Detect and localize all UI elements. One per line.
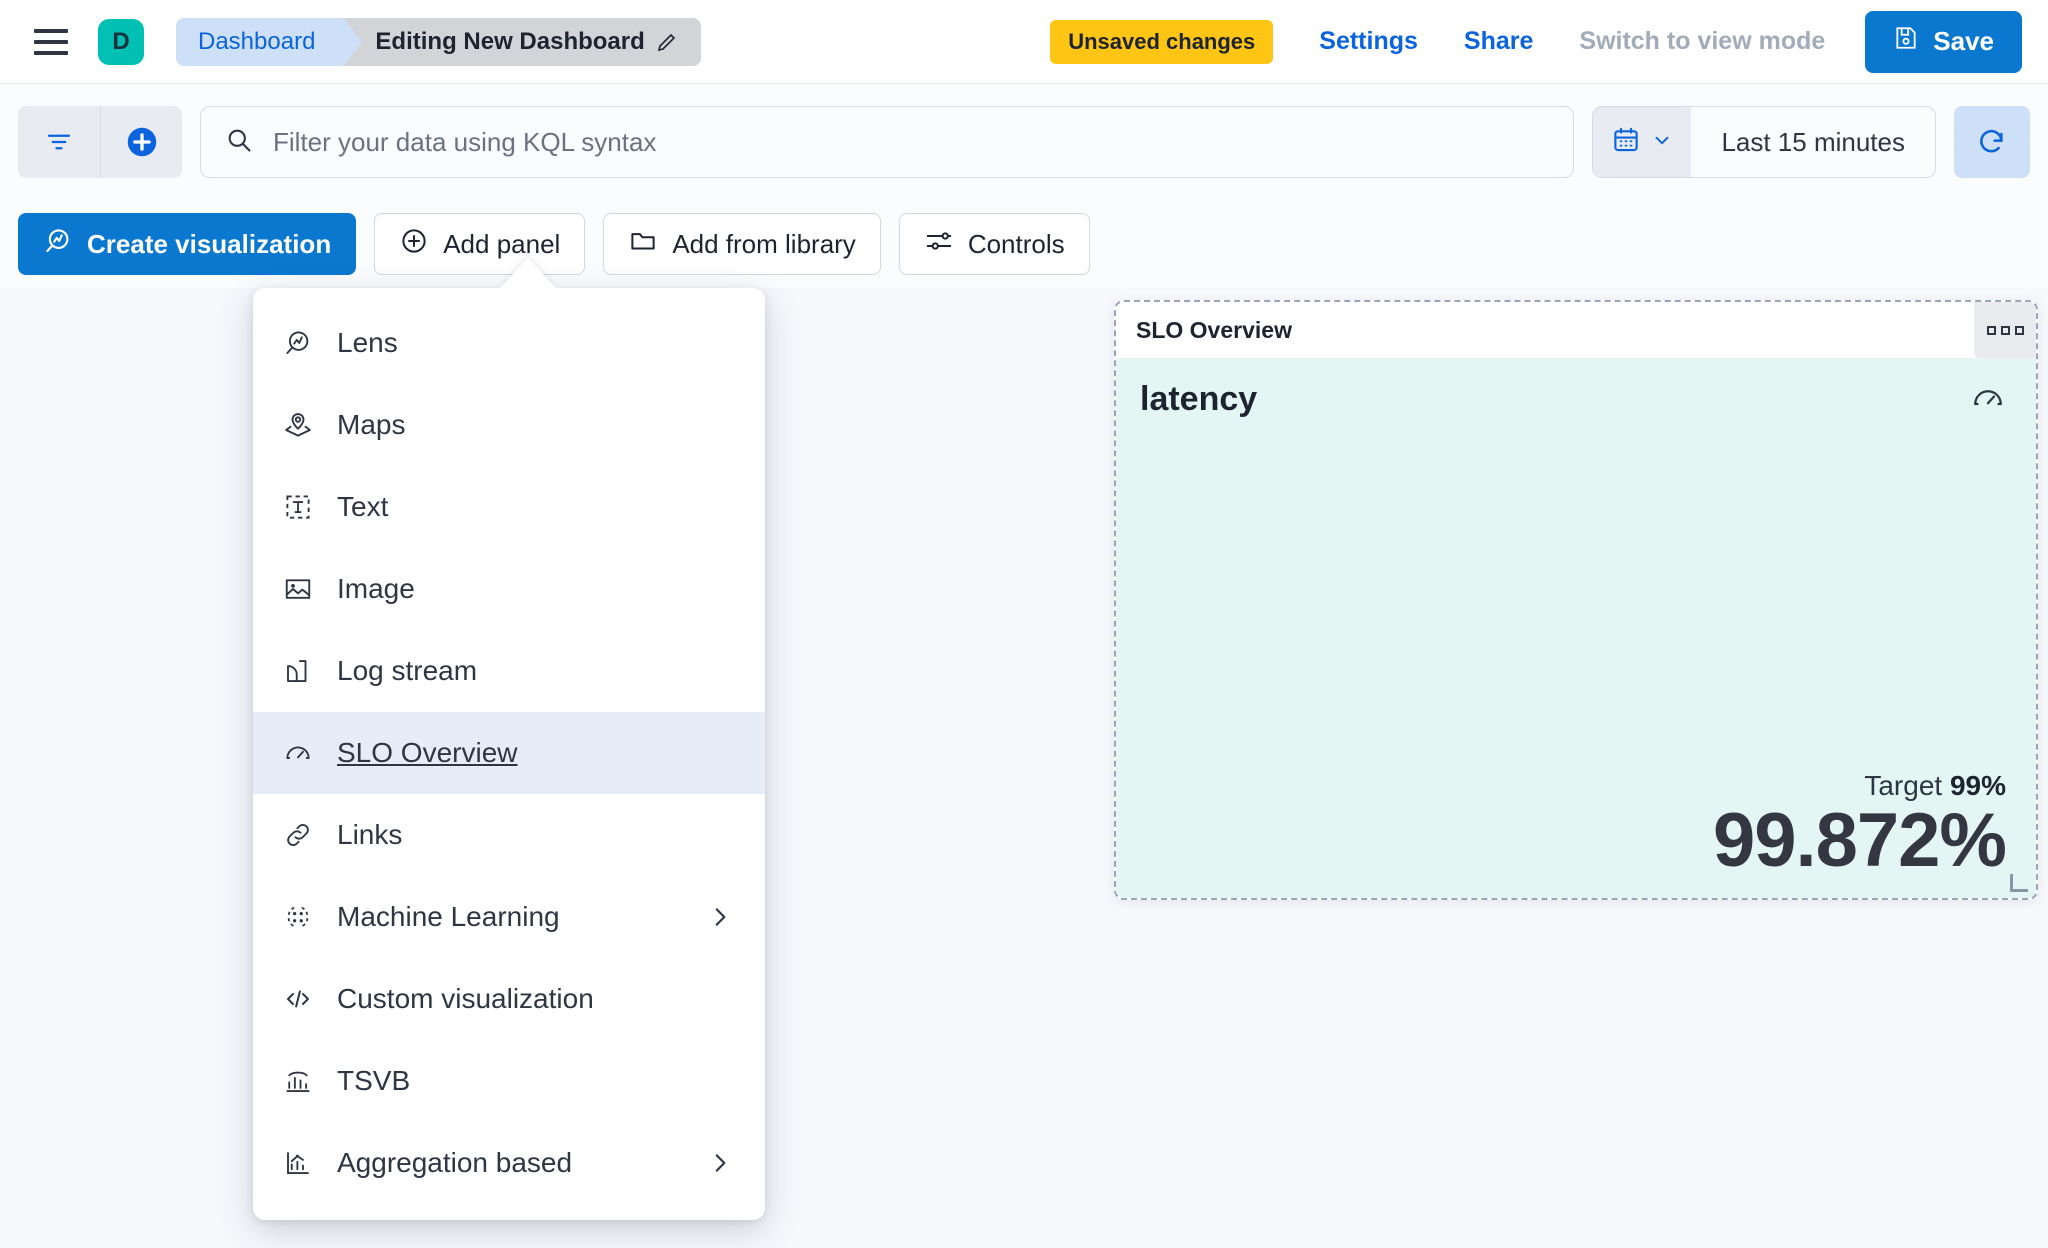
header-actions: Unsaved changes Settings Share Switch to… <box>1050 10 2048 73</box>
menu-item-aggregation-based-label: Aggregation based <box>337 1147 573 1178</box>
panel-header: SLO Overview <box>1116 302 2036 358</box>
search-icon <box>225 126 253 159</box>
create-visualization-button[interactable]: Create visualization <box>18 213 357 275</box>
calendar-icon <box>1611 125 1641 160</box>
slo-metric-name: latency <box>1140 380 1258 418</box>
filter-icon[interactable] <box>18 106 100 178</box>
slo-panel-body: latency Target 99% 99.872% <box>1116 358 2036 898</box>
lens-icon <box>43 226 73 263</box>
panel-title: SLO Overview <box>1136 316 1292 343</box>
menu-item-aggregation-based[interactable]: Aggregation based <box>253 1122 765 1204</box>
refresh-icon[interactable] <box>1954 106 2030 178</box>
resize-handle-icon[interactable] <box>2010 874 2028 892</box>
breadcrumb-editing-new-dashboard[interactable]: Editing New Dashboard <box>345 17 701 66</box>
panel-context-menu-icon[interactable] <box>1974 302 2036 358</box>
menu-item-links-label: Links <box>337 819 403 850</box>
slo-sli-value: 99.872% <box>1712 798 2007 884</box>
query-bar: Filter your data using KQL syntax Las <box>0 84 2048 200</box>
menu-item-log-stream[interactable]: Log stream <box>253 630 765 712</box>
hamburger-menu-icon[interactable] <box>34 28 68 55</box>
menu-item-log-stream-label: Log stream <box>337 655 478 686</box>
hamburger-bar <box>34 39 68 44</box>
menu-item-image-label: Image <box>337 573 415 604</box>
aggregation-chart-icon <box>281 1148 315 1178</box>
date-picker: Last 15 minutes <box>1592 106 1936 178</box>
context-dot <box>2014 325 2024 335</box>
controls-icon <box>924 226 954 263</box>
add-panel-menu: Lens Maps Text <box>253 288 765 1220</box>
menu-item-machine-learning[interactable]: Machine Learning <box>253 876 765 958</box>
log-stream-icon <box>281 656 315 686</box>
code-icon <box>281 984 315 1014</box>
slo-target-label: Target <box>1864 770 1943 802</box>
menu-item-machine-learning-label: Machine Learning <box>337 901 560 932</box>
hamburger-bar <box>34 50 68 55</box>
time-range-display[interactable]: Last 15 minutes <box>1721 126 1905 157</box>
top-header: D Dashboard Editing New Dashboard Unsave… <box>0 0 2048 84</box>
menu-item-lens-label: Lens <box>337 327 398 358</box>
menu-item-text[interactable]: Text <box>253 466 765 548</box>
editing-toolbar: Create visualization Add panel Add from … <box>0 200 2048 288</box>
slo-panel-body-top: latency <box>1140 380 2006 421</box>
breadcrumb-editing-label: Editing New Dashboard <box>375 27 645 55</box>
menu-item-slo-overview-label: SLO Overview <box>337 737 518 768</box>
menu-item-tsvb[interactable]: TSVB <box>253 1040 765 1122</box>
switch-to-view-mode-link[interactable]: Switch to view mode <box>1579 27 1826 55</box>
save-button[interactable]: Save <box>1865 10 2022 73</box>
breadcrumb-dashboard[interactable]: Dashboard <box>176 17 363 66</box>
breadcrumb: Dashboard Editing New Dashboard <box>176 17 701 66</box>
gauge-icon <box>1970 380 2006 421</box>
menu-item-image[interactable]: Image <box>253 548 765 630</box>
menu-item-lens[interactable]: Lens <box>253 302 765 384</box>
add-from-library-label: Add from library <box>672 228 856 259</box>
menu-item-tsvb-label: TSVB <box>337 1065 411 1096</box>
slo-target-value: 99% <box>1949 770 2006 802</box>
calendar-quick-select-button[interactable] <box>1593 107 1692 177</box>
slo-overview-panel[interactable]: SLO Overview latency <box>1114 300 2038 900</box>
menu-item-custom-visualization[interactable]: Custom visualization <box>253 958 765 1040</box>
folder-icon <box>628 226 658 263</box>
slo-panel-body-bottom: Target 99% 99.872% <box>1140 770 2007 884</box>
space-avatar[interactable]: D <box>98 18 144 65</box>
add-filter-plus-icon[interactable] <box>100 106 182 178</box>
filter-button-group <box>18 106 182 178</box>
search-input-placeholder: Filter your data using KQL syntax <box>273 126 657 157</box>
save-button-label: Save <box>1933 26 1994 56</box>
unsaved-changes-badge[interactable]: Unsaved changes <box>1050 19 1274 64</box>
share-link[interactable]: Share <box>1463 27 1534 55</box>
menu-item-maps-label: Maps <box>337 409 406 440</box>
popover-arrow <box>500 258 556 288</box>
menu-item-maps[interactable]: Maps <box>253 384 765 466</box>
chevron-right-icon <box>707 1150 733 1176</box>
save-disk-icon <box>1893 25 1919 58</box>
controls-label: Controls <box>967 228 1065 259</box>
image-icon <box>281 574 315 604</box>
pencil-icon[interactable] <box>655 30 679 54</box>
create-visualization-label: Create visualization <box>87 228 332 259</box>
menu-item-slo-overview[interactable]: SLO Overview <box>253 712 765 794</box>
context-dot <box>1986 325 1996 335</box>
plus-circle-icon <box>399 226 429 263</box>
add-from-library-button[interactable]: Add from library <box>603 213 881 275</box>
menu-item-text-label: Text <box>337 491 389 522</box>
slo-target: Target 99% <box>1140 770 2006 802</box>
gauge-icon <box>281 738 315 768</box>
machine-learning-icon <box>281 902 315 932</box>
chevron-right-icon <box>707 904 733 930</box>
menu-item-custom-visualization-label: Custom visualization <box>337 983 594 1014</box>
lens-icon <box>281 328 315 358</box>
maps-pin-icon <box>281 410 315 440</box>
settings-link[interactable]: Settings <box>1319 27 1418 55</box>
tsvb-icon <box>281 1066 315 1096</box>
menu-item-links[interactable]: Links <box>253 794 765 876</box>
search-input[interactable]: Filter your data using KQL syntax <box>200 106 1575 178</box>
hamburger-bar <box>34 28 68 33</box>
link-icon <box>281 820 315 850</box>
add-panel-label: Add panel <box>443 228 561 259</box>
breadcrumb-dashboard-label: Dashboard <box>198 27 316 55</box>
controls-button[interactable]: Controls <box>898 213 1090 275</box>
chevron-down-icon <box>1651 129 1673 156</box>
context-dot <box>2000 325 2010 335</box>
text-box-icon <box>281 492 315 522</box>
